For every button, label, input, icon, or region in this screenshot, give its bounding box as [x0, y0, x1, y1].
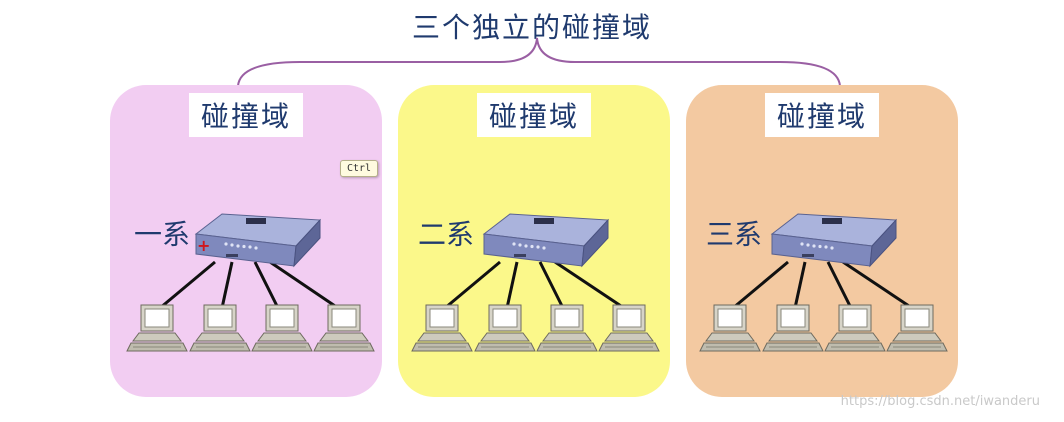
ctrl-tooltip: Ctrl	[340, 160, 379, 177]
hub-icon	[771, 213, 897, 267]
diagram-title: 三个独立的碰撞域	[411, 11, 652, 44]
computer-icon	[536, 304, 598, 352]
computer-icon	[699, 304, 761, 352]
domain-label: 碰撞域	[188, 93, 304, 137]
hub-icon	[195, 213, 321, 267]
computer-icon	[251, 304, 313, 352]
brace-icon	[237, 37, 841, 87]
hub-icon	[483, 213, 609, 267]
system-label: 一系	[134, 218, 191, 251]
watermark: https://blog.csdn.net/iwanderu	[840, 394, 1040, 409]
computer-icon	[598, 304, 660, 352]
domain-label: 碰撞域	[764, 93, 880, 137]
computer-icon	[126, 304, 188, 352]
system-label: 二系	[418, 218, 475, 251]
computer-icon	[313, 304, 375, 352]
computer-icon	[474, 304, 536, 352]
computer-icon	[824, 304, 886, 352]
computer-icon	[886, 304, 948, 352]
computer-icon	[411, 304, 473, 352]
domain-label: 碰撞域	[476, 93, 592, 137]
plus-cursor-icon: +	[197, 236, 211, 255]
system-label: 三系	[706, 218, 763, 251]
computer-icon	[189, 304, 251, 352]
computer-icon	[762, 304, 824, 352]
